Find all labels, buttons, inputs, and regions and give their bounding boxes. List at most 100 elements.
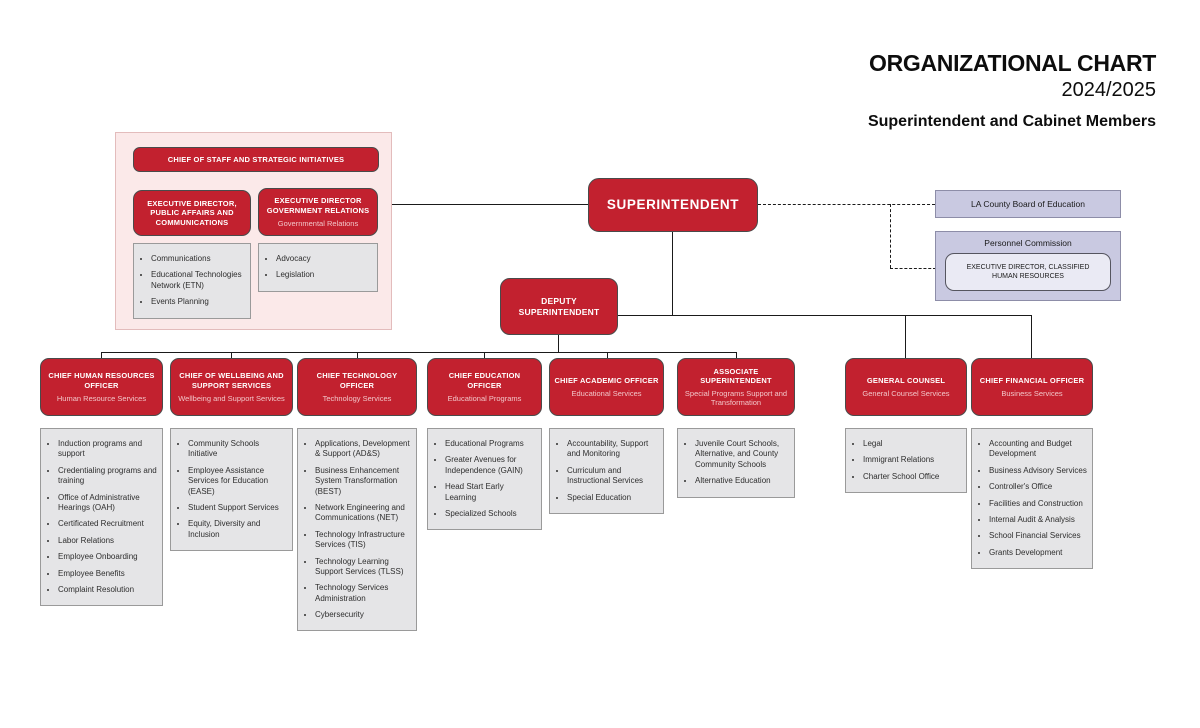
duty-list: Juvenile Court Schools, Alternative, and…: [678, 439, 790, 487]
cabinet-subtitle: Human Resource Services: [56, 393, 147, 403]
deputy-superintendent-box: DEPUTY SUPERINTENDENT: [500, 278, 618, 335]
board-of-education-box: LA County Board of Education: [935, 190, 1121, 218]
list-item: Credentialing programs and training: [58, 466, 158, 487]
list-item: Equity, Diversity and Inclusion: [188, 519, 288, 540]
cabinet-list-general-counsel: LegalImmigrant RelationsCharter School O…: [845, 428, 967, 494]
connector-line: [736, 352, 737, 358]
cabinet-box-technology: CHIEF TECHNOLOGY OFFICER Technology Serv…: [297, 358, 417, 416]
cabinet-subtitle: Educational Programs: [447, 393, 522, 403]
duty-list: LegalImmigrant RelationsCharter School O…: [846, 439, 962, 482]
connector-line: [484, 352, 485, 358]
school-year: 2024/2025: [1061, 79, 1156, 101]
superintendent-box: SUPERINTENDENT: [588, 178, 758, 232]
chief-of-staff-box: CHIEF OF STAFF AND STRATEGIC INITIATIVES: [133, 147, 379, 172]
duty-list: Accountability, Support and MonitoringCu…: [550, 439, 659, 503]
list-item: Educational Technologies Network (ETN): [151, 270, 246, 291]
list-item: Certificated Recruitment: [58, 519, 158, 529]
cabinet-box-academic: CHIEF ACADEMIC OFFICER Educational Servi…: [549, 358, 664, 416]
list-item: Internal Audit & Analysis: [989, 515, 1088, 525]
list-item: Employee Benefits: [58, 569, 158, 579]
cabinet-list-chief-financial: Accounting and Budget DevelopmentBusines…: [971, 428, 1093, 570]
duty-list: Educational ProgramsGreater Avenues for …: [428, 439, 537, 519]
list-item: Technology Services Administration: [315, 583, 412, 604]
cabinet-list-technology: Applications, Development & Support (AD&…: [297, 428, 417, 632]
personnel-commission-box: Personnel Commission EXECUTIVE DIRECTOR,…: [935, 231, 1121, 301]
cabinet-title: ASSOCIATE SUPERINTENDENT: [700, 366, 772, 385]
cabinet-list-academic: Accountability, Support and MonitoringCu…: [549, 428, 664, 514]
list-item: Head Start Early Learning: [445, 482, 537, 503]
exec-director-public-affairs-box: EXECUTIVE DIRECTOR, PUBLIC AFFAIRS AND C…: [133, 190, 251, 236]
cabinet-list-chief-human-resources: Induction programs and supportCredential…: [40, 428, 163, 607]
list-item: Communications: [151, 254, 246, 264]
list-item: Technology Learning Support Services (TL…: [315, 557, 412, 578]
list-item: Advocacy: [276, 254, 373, 264]
list-item: Special Education: [567, 493, 659, 503]
exec-director-government-relations-title: EXECUTIVE DIRECTOR GOVERNMENT RELATIONS: [266, 196, 370, 215]
duty-list: Accounting and Budget DevelopmentBusines…: [972, 439, 1088, 558]
cabinet-title: CHIEF TECHNOLOGY OFFICER: [316, 371, 398, 390]
list-item: Alternative Education: [695, 476, 790, 486]
cabinet-title: CHIEF ACADEMIC OFFICER: [554, 375, 659, 385]
connector-line: [101, 352, 737, 353]
exec-director-public-affairs-title: EXECUTIVE DIRECTOR, PUBLIC AFFAIRS AND C…: [147, 198, 237, 227]
connector-line: [905, 315, 906, 358]
duty-list: Community Schools InitiativeEmployee Ass…: [171, 439, 288, 540]
personnel-commission-label: Personnel Commission: [984, 238, 1072, 248]
list-item: Accountability, Support and Monitoring: [567, 439, 659, 460]
cabinet-subtitle: General Counsel Services: [862, 389, 950, 399]
list-item: Specialized Schools: [445, 509, 537, 519]
list-item: Network Engineering and Communications (…: [315, 503, 412, 524]
connector-line: [1031, 315, 1032, 358]
connector-line: [607, 352, 608, 358]
exec-director-government-relations-subtitle: Governmental Relations: [277, 218, 359, 228]
connector-line: [101, 352, 102, 358]
cabinet-subtitle: Business Services: [1001, 389, 1063, 399]
cabinet-title: GENERAL COUNSEL: [866, 375, 946, 385]
list-item: Applications, Development & Support (AD&…: [315, 439, 412, 460]
duty-list: AdvocacyLegislation: [259, 254, 373, 281]
list-item: Legislation: [276, 270, 373, 280]
duty-list: Applications, Development & Support (AD&…: [298, 439, 412, 620]
list-item: Business Advisory Services: [989, 466, 1088, 476]
list-item: Facilities and Construction: [989, 499, 1088, 509]
list-item: Events Planning: [151, 297, 246, 307]
list-item: Educational Programs: [445, 439, 537, 449]
connector-line: [392, 204, 588, 205]
cabinet-list-associate-superintendent: Juvenile Court Schools, Alternative, and…: [677, 428, 795, 498]
list-item: Juvenile Court Schools, Alternative, and…: [695, 439, 790, 470]
list-item: Controller's Office: [989, 482, 1088, 492]
superintendent-title: SUPERINTENDENT: [606, 196, 740, 212]
connector-line-dashed: [758, 204, 935, 205]
duty-list: Induction programs and supportCredential…: [41, 439, 158, 595]
connector-line-dashed: [890, 204, 891, 268]
list-item: Charter School Office: [863, 472, 962, 482]
list-item: Immigrant Relations: [863, 455, 962, 465]
list-item: Complaint Resolution: [58, 585, 158, 595]
connector-line: [672, 232, 673, 316]
page-title: ORGANIZATIONAL CHART: [868, 50, 1156, 76]
board-of-education-label: LA County Board of Education: [971, 199, 1085, 209]
cabinet-box-chief-human-resources: CHIEF HUMAN RESOURCES OFFICER Human Reso…: [40, 358, 163, 416]
exec-director-classified-hr-box: EXECUTIVE DIRECTOR, CLASSIFIED HUMAN RES…: [945, 253, 1111, 291]
cabinet-subtitle: Wellbeing and Support Services: [178, 393, 285, 403]
cabinet-list-wellbeing: Community Schools InitiativeEmployee Ass…: [170, 428, 293, 552]
list-item: Employee Assistance Services for Educati…: [188, 466, 288, 497]
deputy-superintendent-title: DEPUTY SUPERINTENDENT: [518, 295, 600, 317]
list-item: Curriculum and Instructional Services: [567, 466, 659, 487]
list-item: Student Support Services: [188, 503, 288, 513]
list-item: School Financial Services: [989, 531, 1088, 541]
connector-line: [558, 335, 559, 352]
list-item: Labor Relations: [58, 536, 158, 546]
cabinet-title: CHIEF OF WELLBEING AND SUPPORT SERVICES: [179, 371, 284, 390]
page-subtitle: Superintendent and Cabinet Members: [867, 113, 1156, 130]
cabinet-title: CHIEF FINANCIAL OFFICER: [979, 375, 1085, 385]
list-item: Employee Onboarding: [58, 552, 158, 562]
cabinet-title: CHIEF EDUCATION OFFICER: [448, 371, 521, 390]
cabinet-subtitle: Technology Services: [322, 393, 392, 403]
list-item: Community Schools Initiative: [188, 439, 288, 460]
list-item: Grants Development: [989, 548, 1088, 558]
connector-line: [231, 352, 232, 358]
list-item: Greater Avenues for Independence (GAIN): [445, 455, 537, 476]
government-relations-duties-list: AdvocacyLegislation: [258, 243, 378, 292]
